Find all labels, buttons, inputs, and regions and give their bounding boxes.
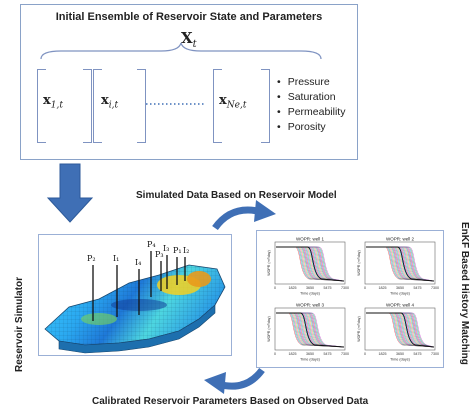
x-tick-label: 7300 — [341, 286, 349, 290]
well-label: P₁ — [173, 246, 182, 255]
member-1-right-bracket — [83, 69, 92, 143]
x-tick-label: 3650 — [306, 286, 314, 290]
x-tick-label: 3650 — [306, 352, 314, 356]
observed-curve — [366, 312, 435, 348]
plot-title: WOPR: well 1 — [296, 237, 325, 242]
x-tick-label: 5475 — [414, 352, 422, 356]
down-arrow — [46, 163, 94, 223]
well-label: P₂ — [87, 254, 96, 263]
ensemble-curve — [276, 312, 345, 348]
plot-title: WOPR: well 3 — [296, 303, 325, 308]
reservoir-3d-model: P₂ I₁ I₄ P₄ P₃ I₃ P₁ I₂ — [44, 240, 226, 354]
well-lines — [92, 251, 186, 321]
x-axis-label: Time (days) — [300, 358, 321, 362]
member-ne-right-bracket — [261, 69, 270, 143]
member-ne-left-bracket — [213, 69, 222, 143]
x-tick-label: 7300 — [431, 352, 439, 356]
x-tick-label: 7300 — [431, 286, 439, 290]
ensemble-curve — [366, 246, 435, 282]
x-tick-label: 0 — [274, 352, 276, 356]
well-label: I₃ — [163, 244, 169, 253]
x-tick-label: 7300 — [341, 352, 349, 356]
y-axis-label: WOPR (m³/day) — [267, 316, 271, 342]
state-parameter-list: Pressure Saturation Permeability Porosit… — [277, 75, 346, 135]
member-ne-label: xNe,t — [219, 93, 247, 111]
x-tick-label: 5475 — [324, 352, 332, 356]
bullet-permeability: Permeability — [277, 105, 346, 120]
y-axis-label: WOPR (m³/day) — [267, 250, 271, 276]
member-i-right-bracket — [137, 69, 146, 143]
y-axis-label: WOPR (m³/day) — [357, 316, 361, 342]
bullet-porosity: Porosity — [277, 120, 345, 135]
well-label: P₄ — [147, 240, 156, 249]
reservoir-model-panel: P₂ I₁ I₄ P₄ P₃ I₃ P₁ I₂ — [38, 234, 232, 356]
member-1-label: x1,t — [43, 93, 63, 111]
well-label: I₂ — [183, 246, 189, 255]
x-tick-label: 0 — [274, 286, 276, 290]
initial-ensemble-box: Initial Ensemble of Reservoir State and … — [20, 4, 358, 160]
x-axis-label: Time (days) — [390, 358, 411, 362]
observed-curve — [276, 312, 345, 348]
ensemble-curve — [276, 246, 345, 282]
well-label: P₃ — [155, 250, 164, 259]
ensemble-symbol: Xt — [181, 29, 197, 50]
reservoir-simulator-label: Reservoir Simulator — [14, 276, 25, 372]
well-label: I₄ — [135, 258, 141, 267]
y-axis-label: WOPR (m³/day) — [357, 250, 361, 276]
x-tick-label: 3650 — [396, 352, 404, 356]
well-label: I₁ — [113, 254, 119, 263]
x-tick-label: 3650 — [396, 286, 404, 290]
ensemble-curve — [366, 312, 435, 348]
ensemble-brace — [40, 42, 322, 105]
calibrated-parameters-caption: Calibrated Reservoir Parameters Based on… — [92, 396, 369, 407]
observed-curve — [276, 246, 345, 282]
x-axis-label: Time (days) — [390, 292, 411, 296]
plot-title: WOPR: well 2 — [386, 237, 415, 242]
member-1-left-bracket — [37, 69, 46, 143]
observed-curve — [366, 246, 435, 282]
ensemble-title: Initial Ensemble of Reservoir State and … — [55, 11, 323, 23]
x-tick-label: 1825 — [379, 286, 387, 290]
x-axis-label: Time (days) — [300, 292, 321, 296]
bullet-pressure: Pressure — [277, 75, 345, 90]
x-tick-label: 1825 — [289, 352, 297, 356]
plot-title: WOPR: well 4 — [386, 303, 415, 308]
x-tick-label: 1825 — [379, 352, 387, 356]
member-i-left-bracket — [93, 69, 102, 143]
x-tick-label: 1825 — [289, 286, 297, 290]
x-tick-label: 0 — [364, 352, 366, 356]
x-tick-label: 0 — [364, 286, 366, 290]
enkf-history-matching-label: EnKF Based History Matching — [459, 222, 470, 365]
simulated-data-caption: Simulated Data Based on Reservoir Model — [136, 190, 337, 201]
x-tick-label: 5475 — [414, 286, 422, 290]
bullet-saturation: Saturation — [277, 90, 345, 105]
x-tick-label: 5475 — [324, 286, 332, 290]
member-i-label: xi,t — [101, 93, 119, 111]
